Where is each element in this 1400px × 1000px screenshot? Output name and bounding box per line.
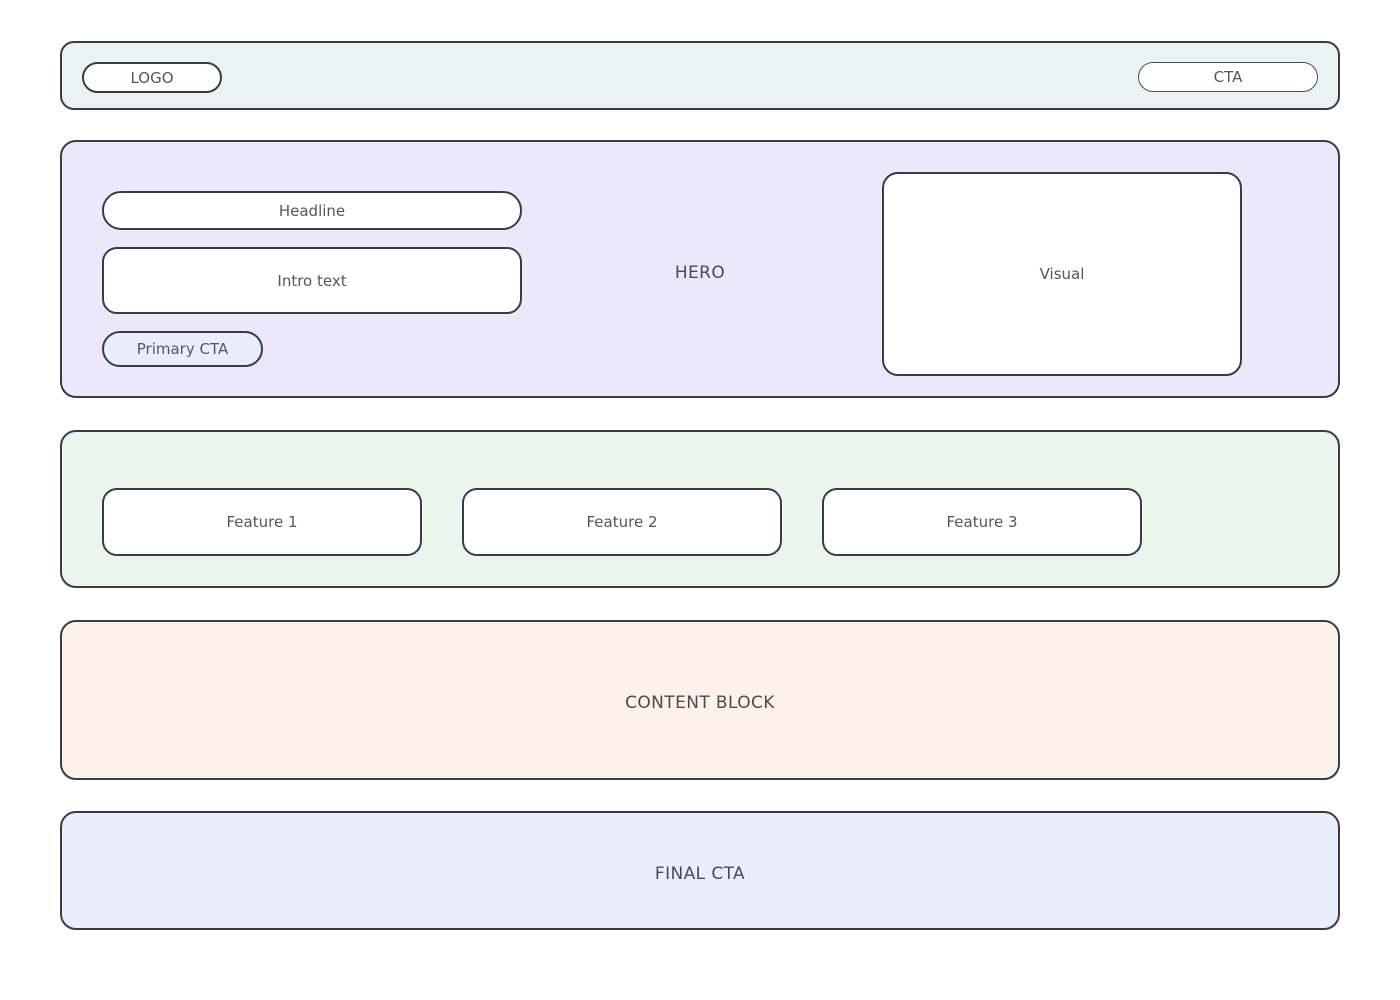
- feature-card-label: Feature 1: [226, 513, 298, 531]
- hero-section-label: HERO: [674, 263, 726, 283]
- content-block-section: CONTENT BLOCK: [60, 620, 1340, 780]
- feature-card-label: Feature 3: [946, 513, 1018, 531]
- header-cta-button[interactable]: CTA: [1138, 62, 1318, 92]
- hero-section: HERO Headline Intro text Primary CTA Vis…: [60, 140, 1340, 398]
- feature-card-label: Feature 2: [586, 513, 658, 531]
- header-section: LOGO CTA: [60, 41, 1340, 110]
- final-cta-label: FINAL CTA: [654, 864, 746, 884]
- hero-primary-cta-button[interactable]: Primary CTA: [102, 331, 263, 367]
- features-section: Feature 1 Feature 2 Feature 3: [60, 430, 1340, 588]
- hero-primary-cta-label: Primary CTA: [136, 340, 229, 358]
- hero-visual-placeholder[interactable]: Visual: [882, 172, 1242, 376]
- hero-headline-placeholder[interactable]: Headline: [102, 191, 522, 230]
- content-block-label: CONTENT BLOCK: [625, 693, 775, 713]
- hero-intro-label: Intro text: [277, 271, 347, 290]
- hero-intro-text-placeholder[interactable]: Intro text: [102, 247, 522, 314]
- feature-card[interactable]: Feature 1: [102, 488, 422, 556]
- header-cta-label: CTA: [1213, 68, 1243, 86]
- feature-card[interactable]: Feature 3: [822, 488, 1142, 556]
- logo-button[interactable]: LOGO: [82, 62, 222, 93]
- hero-headline-label: Headline: [278, 201, 346, 220]
- logo-label: LOGO: [130, 68, 174, 87]
- hero-visual-label: Visual: [1039, 265, 1085, 283]
- final-cta-section: FINAL CTA: [60, 811, 1340, 930]
- feature-card[interactable]: Feature 2: [462, 488, 782, 556]
